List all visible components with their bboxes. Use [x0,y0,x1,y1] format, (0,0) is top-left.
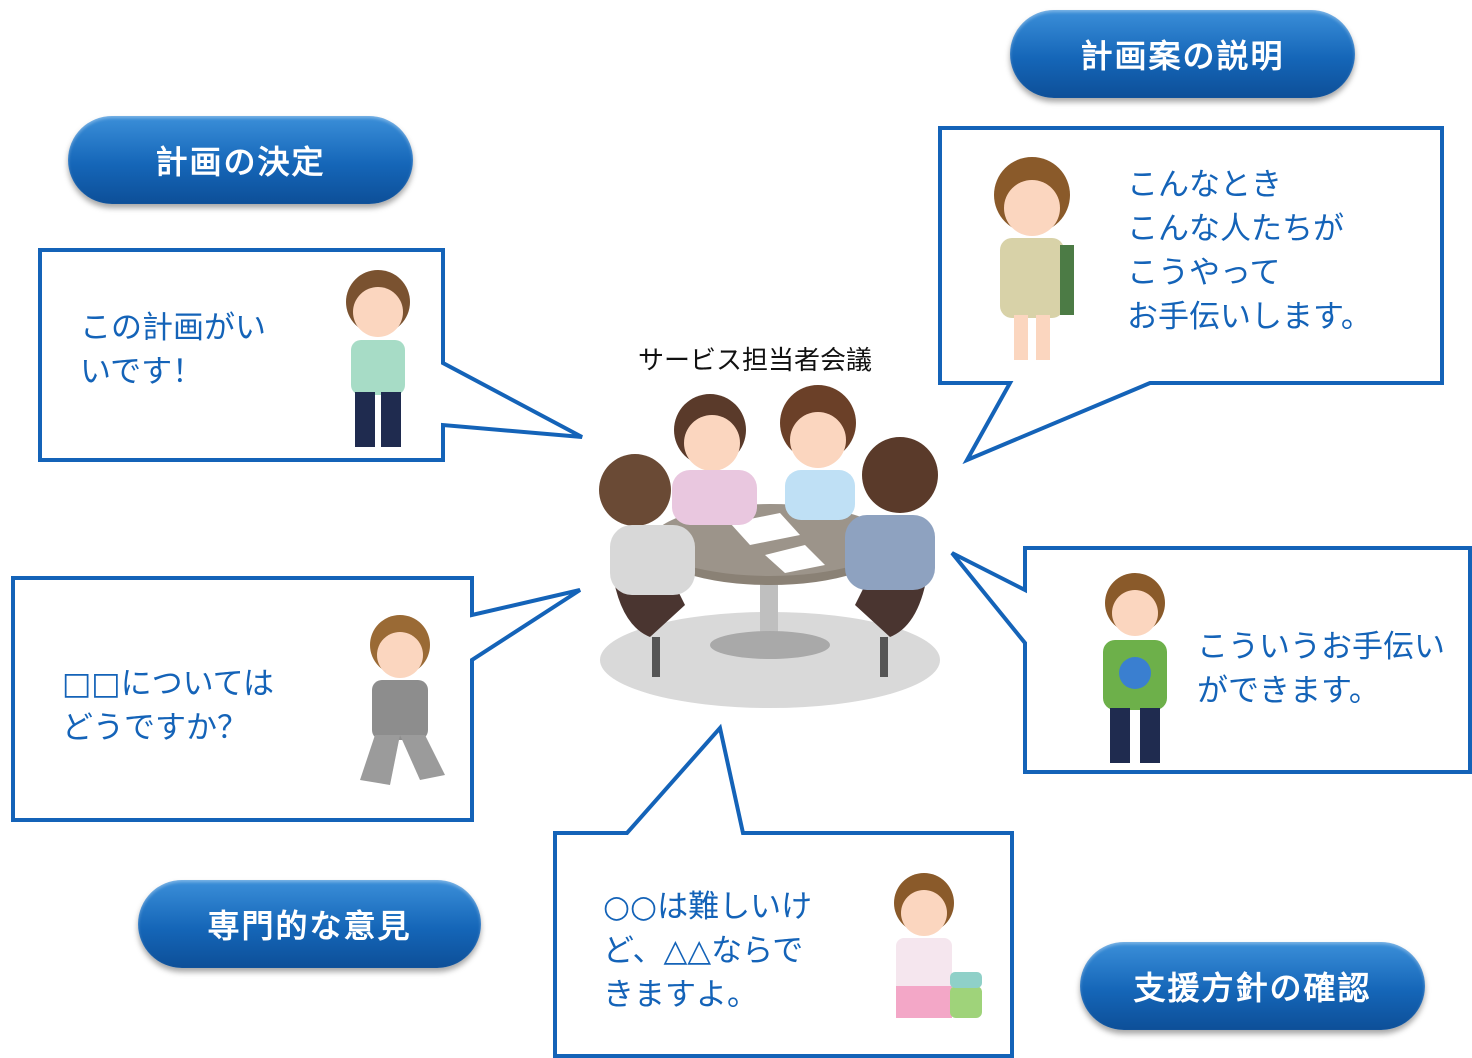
plan-decision-label: 計画の決定 [68,116,413,204]
bubble-top-right-text: こんなとき こんな人たちが こうやって お手伝いします。 [1127,167,1372,335]
bubble-bottom-text: ○○は難しいけ ど、△△ならで きますよ。 [603,889,813,1013]
woman-folding-cloth-icon [894,873,982,1018]
man-green-shirt-icon [346,270,410,447]
bubble-mid-right-text: こういうお手伝い ができます。 [1197,629,1445,709]
bubble-top-left-outline [38,248,583,462]
bubble-mid-left-outline [11,576,582,822]
policy-confirmation-label: 支援方針の確認 [1080,942,1425,1030]
woman-suit-icon [994,157,1074,360]
man-holding-gift-icon [1103,573,1167,763]
bubble-mid-right-outline [950,546,1472,774]
man-running-suit-icon [360,615,445,785]
meeting-illustration [599,385,940,708]
plan-explanation-label: 計画案の説明 [1010,10,1355,98]
meeting-title: サービス担当者会議 [637,346,872,376]
expert-opinion-label: 専門的な意見 [138,880,481,968]
bubble-mid-left-text: □□については どうですか？ [62,666,275,746]
bubble-top-left-text: この計画がい いです！ [80,310,266,390]
